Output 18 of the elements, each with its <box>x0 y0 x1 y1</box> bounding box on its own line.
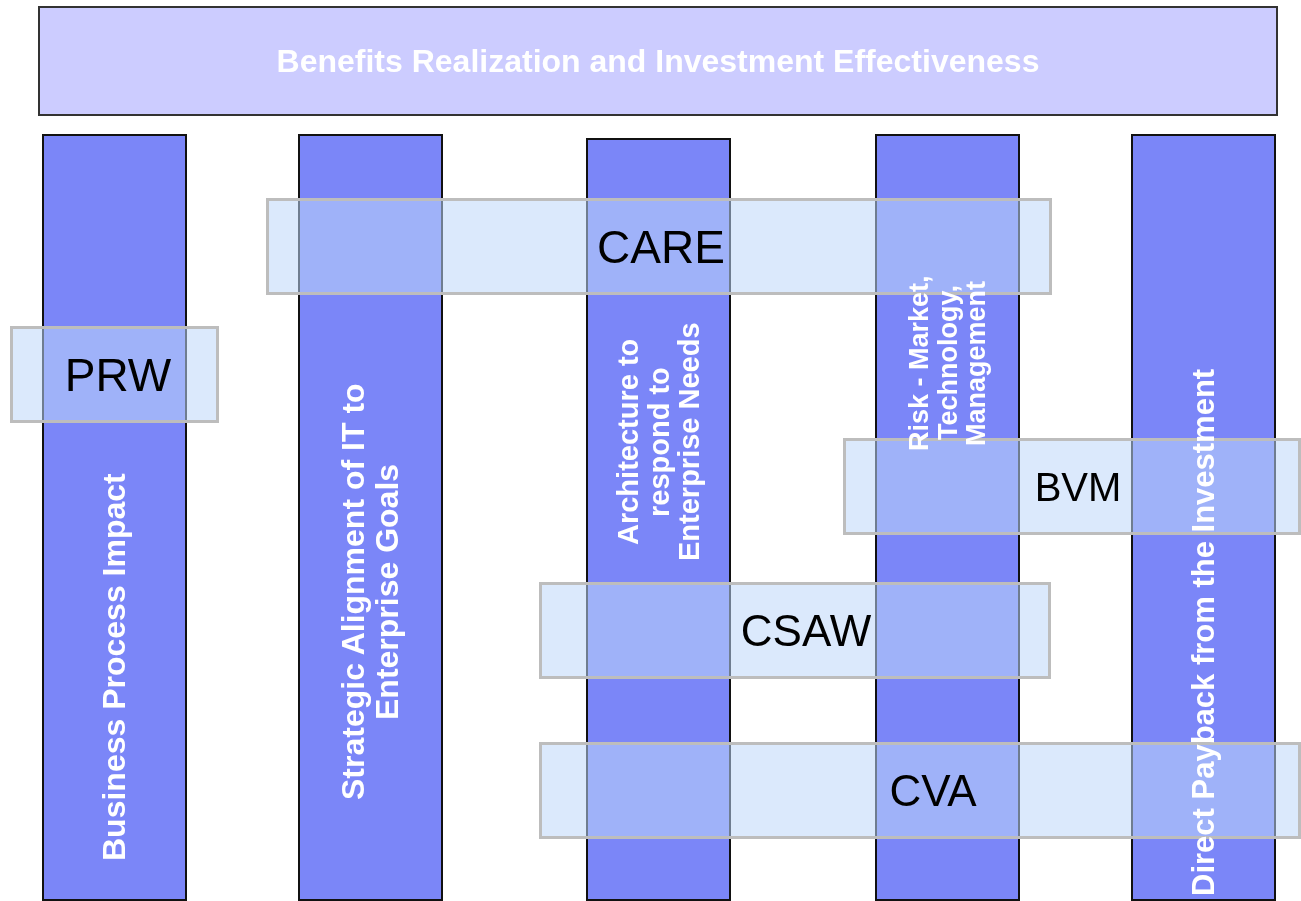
pillar-column <box>298 134 443 901</box>
pillar-column <box>42 134 187 901</box>
band-label: CSAW <box>740 605 872 656</box>
overlay-band <box>10 326 219 423</box>
pillar-column <box>1131 134 1276 901</box>
column-label: Business Process Impact <box>97 472 132 863</box>
column-label: Architecture to respond to Enterprise Needs <box>612 321 705 564</box>
pillar-column <box>586 138 731 901</box>
column-label: Risk - Market, Technology, Management <box>905 274 990 453</box>
band-label: PRW <box>64 347 172 402</box>
band-label: CVA <box>889 765 977 816</box>
band-label: CARE <box>597 219 725 274</box>
title-banner <box>38 6 1278 116</box>
band-label: BVM <box>1034 464 1122 509</box>
column-label: Direct Payback from the Investment <box>1187 367 1220 898</box>
column-label: Strategic Alignment of IT to Enterprise Goals <box>336 382 405 803</box>
overlay-band <box>539 582 1051 679</box>
pillar-column <box>875 134 1020 901</box>
